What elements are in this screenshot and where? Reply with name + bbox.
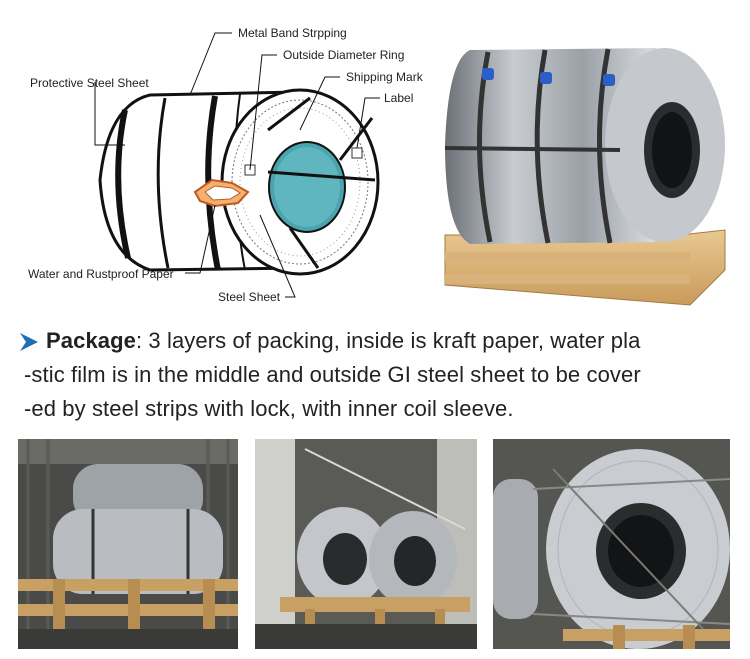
- label-shipping-mark: Shipping Mark: [346, 70, 423, 84]
- label-metal-band: Metal Band Strpping: [238, 26, 347, 40]
- coil-on-pallet-photo: [444, 48, 726, 306]
- package-text-1: 3 layers of packing, inside is kraft pap…: [142, 328, 641, 353]
- coil-illustration: [98, 88, 380, 276]
- arrow-icon: [20, 333, 38, 351]
- package-colon: :: [136, 328, 143, 353]
- leader-lines: [94, 32, 380, 298]
- label-steel-sheet: Steel Sheet: [218, 290, 281, 304]
- label-protective-steel-sheet: Protective Steel Sheet: [30, 76, 149, 90]
- container-coils-photo-1: [18, 439, 238, 649]
- label-outside-diameter-ring: Outside Diameter Ring: [283, 48, 405, 62]
- package-line-1: Package: 3 layers of packing, inside is …: [46, 328, 640, 354]
- container-coil-photo-3: [493, 439, 730, 649]
- coil-diagram: [94, 32, 380, 298]
- package-title: Package: [46, 328, 136, 353]
- label-label: Label: [384, 91, 414, 105]
- package-line-2: -stic film is in the middle and outside …: [24, 362, 641, 387]
- label-water-rustproof-paper: Water and Rustproof Paper: [28, 267, 174, 281]
- container-coils-photo-2: [255, 439, 477, 649]
- package-line-3: -ed by steel strips with lock, with inne…: [24, 396, 514, 421]
